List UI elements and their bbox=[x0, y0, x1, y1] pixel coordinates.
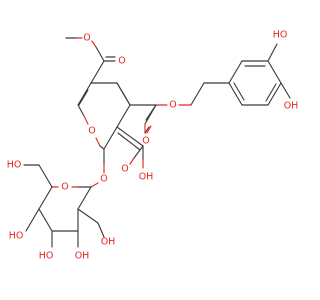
acid-hydroxyl-label: OH bbox=[139, 172, 154, 183]
ester-oxygen-label: O bbox=[83, 33, 90, 44]
catechol-ring bbox=[228, 60, 282, 106]
ester-oxygen-label: O bbox=[169, 100, 176, 111]
ring-oxygen-label: O bbox=[88, 126, 95, 137]
pyran-ring bbox=[77, 82, 131, 150]
glycosidic-oxygen-label: O bbox=[100, 174, 107, 185]
hydroxyl-label: HO bbox=[273, 30, 288, 41]
hydroxyl-label: HO bbox=[7, 160, 22, 171]
molecule-structure: HO OH O O O O O O OH O O HO HO OH OH HO bbox=[7, 30, 299, 262]
sugar-ring-oxygen-label: O bbox=[61, 182, 68, 193]
carbonyl-oxygen-label: O bbox=[142, 136, 149, 147]
hydroxyl-label: OH bbox=[101, 237, 116, 248]
hydroxyl-label: HO bbox=[39, 251, 54, 262]
molecule-canvas: HO OH O O O O O O OH O O HO HO OH OH HO bbox=[6, 29, 299, 262]
glucose-ring bbox=[38, 186, 92, 232]
carbonyl-oxygen-label: O bbox=[118, 56, 125, 67]
hydroxyl-label: OH bbox=[284, 101, 299, 112]
acid-oxygen-label: O bbox=[121, 164, 128, 175]
hydroxyl-label: OH bbox=[75, 251, 90, 262]
hydroxyl-label: HO bbox=[9, 231, 24, 242]
